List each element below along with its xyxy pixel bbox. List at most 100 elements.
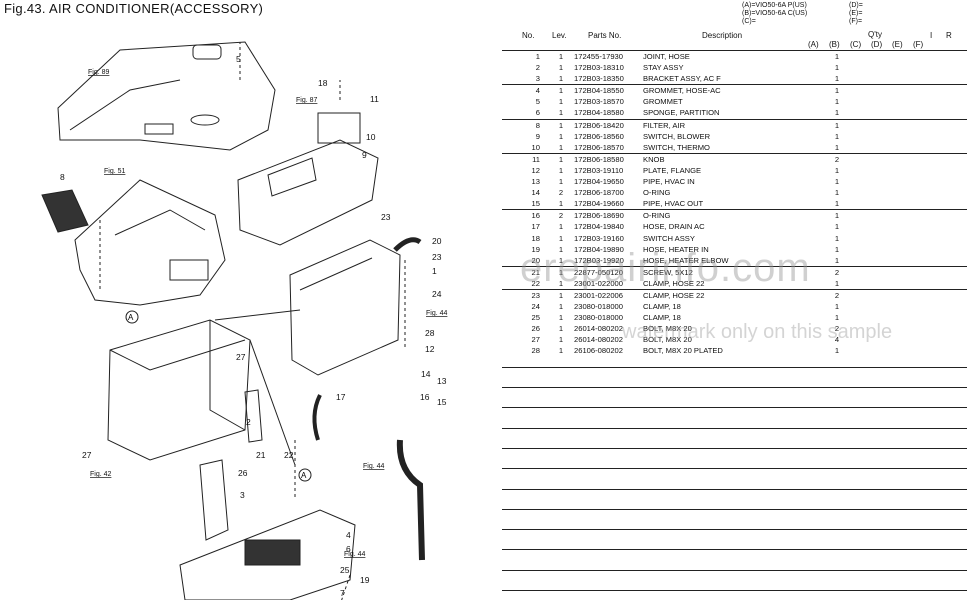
figure-title: Fig.43. AIR CONDITIONER(ACCESSORY) (4, 1, 264, 16)
callout-label: 27 (82, 450, 92, 460)
cell-qty: 1 (834, 233, 840, 243)
callout-label: 20 (432, 236, 442, 246)
callout-label: 18 (318, 78, 328, 88)
cell-description: BOLT, M8X 20 (643, 324, 692, 334)
cell-no: 23 (531, 290, 540, 300)
cell-lev: 1 (558, 108, 564, 118)
evaporator-edge (299, 257, 373, 291)
panel-slot (144, 123, 174, 135)
header-qty: Q'ty (868, 30, 882, 39)
cell-lev: 1 (558, 120, 564, 130)
cell-parts-no: 23001-022006 (574, 290, 623, 300)
cell-no: 12 (531, 165, 540, 175)
cell-lev: 1 (558, 165, 564, 175)
cell-no: 10 (531, 142, 540, 152)
cell-description: PLATE, FLANGE (643, 165, 702, 175)
cell-qty: 1 (834, 52, 840, 61)
cell-parts-no: 172B03-19920 (574, 255, 624, 265)
figure-ref: Fig. 51 (104, 168, 126, 175)
model-row: (C)=(F)= (742, 18, 863, 25)
duct-vent (169, 259, 209, 281)
cell-lev: 1 (558, 244, 564, 254)
cell-lev: 2 (558, 211, 564, 221)
cell-qty: 1 (834, 131, 840, 141)
top-panel-part (57, 41, 276, 151)
cell-lev: 1 (558, 267, 564, 277)
callout-label: 9 (362, 150, 367, 160)
cell-parts-no: 172B06-18690 (574, 211, 624, 221)
cell-description: SWITCH, THERMO (643, 142, 710, 152)
exploded-parts-diagram: 5 18 11 10 9 8 23 20 23 1 24 28 12 14 13… (41, 41, 448, 600)
cell-qty: 2 (834, 267, 840, 277)
header-col-a: (A) (808, 40, 819, 49)
callout-label: 1 (432, 266, 437, 276)
cell-lev: 1 (558, 97, 564, 107)
cell-no: 22 (531, 278, 540, 288)
cell-description: BOLT, M8X 20 (643, 335, 692, 345)
callout-label: 14 (421, 369, 431, 379)
cell-description: CLAMP, HOSE 22 (643, 278, 705, 288)
cell-lev: 1 (558, 74, 564, 84)
figure-ref: Fig. 44 (344, 551, 366, 558)
switch-box-part (317, 112, 361, 144)
watermark-site: erepairinfo.com (520, 246, 811, 290)
cell-parts-no: 172B03-18350 (574, 74, 624, 84)
drain-hose-part (312, 394, 322, 441)
cell-description: STAY ASSY (643, 63, 684, 73)
cell-lev: 1 (558, 199, 564, 209)
cell-no: 1 (535, 52, 540, 61)
cell-qty: 1 (834, 255, 840, 265)
cell-no: 19 (531, 244, 540, 254)
cell-lev: 1 (558, 177, 564, 187)
cell-description: BOLT, M8X 20 PLATED (643, 346, 723, 356)
callout-label: 8 (60, 172, 65, 182)
cell-description: PIPE, HVAC IN (643, 177, 695, 187)
cell-description: SWITCH ASSY (643, 233, 695, 243)
cell-no: 24 (531, 302, 540, 312)
reference-marks: A A (125, 310, 312, 482)
cell-lev: 1 (558, 290, 564, 300)
callout-label: 17 (336, 392, 346, 402)
callout-label: 26 (238, 468, 248, 478)
figure-ref: Fig. 89 (88, 69, 110, 76)
cell-no: 2 (535, 63, 540, 73)
callout-label: 27 (236, 352, 246, 362)
callout-label: 12 (425, 344, 435, 354)
header-i: I (930, 31, 933, 40)
cell-parts-no: 172B04-19890 (574, 244, 624, 254)
cell-lev: 1 (558, 63, 564, 73)
cell-qty: 1 (834, 302, 840, 312)
cell-parts-no: 172B06-18420 (574, 120, 624, 130)
cell-no: 5 (535, 97, 540, 107)
figure-ref: Fig. 44 (426, 310, 448, 317)
cell-description: GROMMET, HOSE-AC (643, 86, 721, 96)
cell-qty: 1 (834, 142, 840, 152)
table-header: No. Lev. Parts No. Description Q'ty I R … (502, 30, 967, 51)
hvac-unit-edge (209, 320, 246, 431)
header-parts-no: Parts No. (588, 31, 622, 40)
cell-no: 18 (531, 233, 540, 243)
cell-lev: 1 (558, 233, 564, 243)
cell-parts-no: 172B06-18700 (574, 188, 624, 198)
cell-parts-no: 26014-080202 (574, 324, 623, 334)
header-lev: Lev. (552, 31, 567, 40)
cell-no: 6 (535, 108, 540, 118)
cell-lev: 1 (558, 142, 564, 152)
cell-no: 16 (531, 211, 540, 221)
blank-rule (502, 488, 967, 490)
cell-description: GROMMET (643, 97, 683, 107)
figure-ref: Fig. 87 (296, 97, 318, 104)
cell-lev: 1 (558, 222, 564, 232)
cell-parts-no: 172B03-18570 (574, 97, 624, 107)
callout-label: 3 (240, 490, 245, 500)
blank-rule (502, 366, 967, 368)
